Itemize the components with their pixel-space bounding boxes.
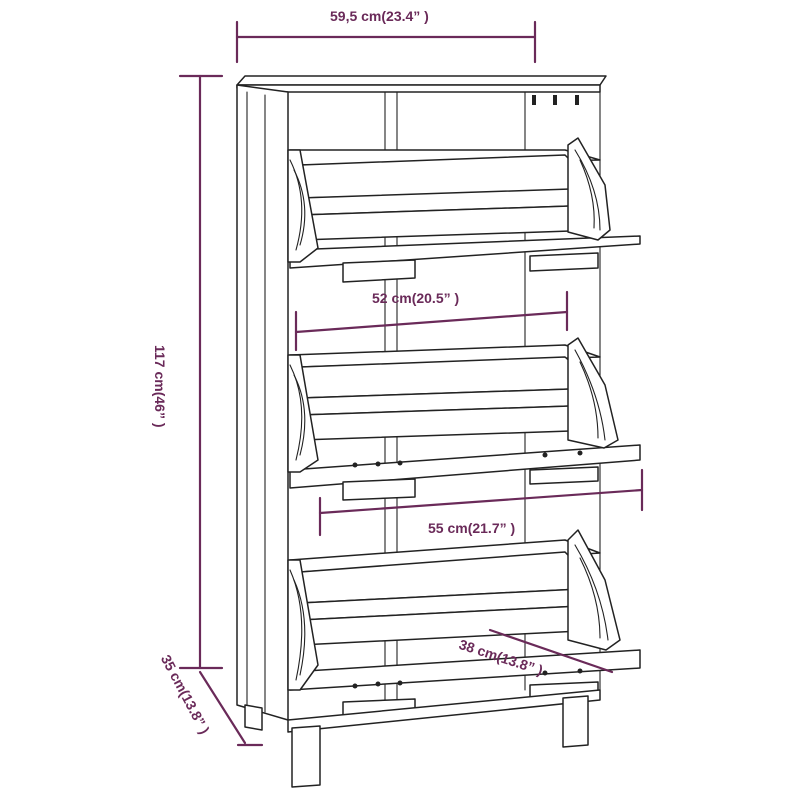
- leg-front-right: [562, 695, 589, 748]
- compartment-2: [287, 337, 641, 501]
- compartment-1: [287, 137, 641, 283]
- compartment-3: [287, 529, 641, 721]
- cabinet-top-front: [236, 84, 601, 93]
- hanging-hole-right: [575, 95, 579, 105]
- dimension-height-line: [178, 74, 224, 670]
- cabinet-base: [287, 689, 601, 733]
- hanging-hole-mid: [553, 95, 557, 105]
- dimension-depth-line: [198, 670, 264, 747]
- dimension-flap-width-line: [318, 468, 644, 537]
- cabinet-top: [236, 75, 607, 86]
- dimension-flap-depth-line: [488, 628, 614, 674]
- leg-back-left: [244, 704, 263, 731]
- dimension-inner-width-label: 52 cm(20.5” ): [372, 290, 460, 306]
- cabinet-left-side: [236, 84, 289, 721]
- dimension-flap-width-label: 55 cm(21.7” ): [428, 520, 516, 536]
- hanging-hole-left: [532, 95, 536, 105]
- leg-front-left: [291, 725, 321, 788]
- dimension-inner-width-line: [294, 290, 569, 352]
- dimension-height-label: 117 cm(46” ): [152, 345, 168, 428]
- dimension-width-top-line: [235, 20, 537, 64]
- dimension-width-top-label: 59,5 cm(23.4” ): [330, 8, 429, 24]
